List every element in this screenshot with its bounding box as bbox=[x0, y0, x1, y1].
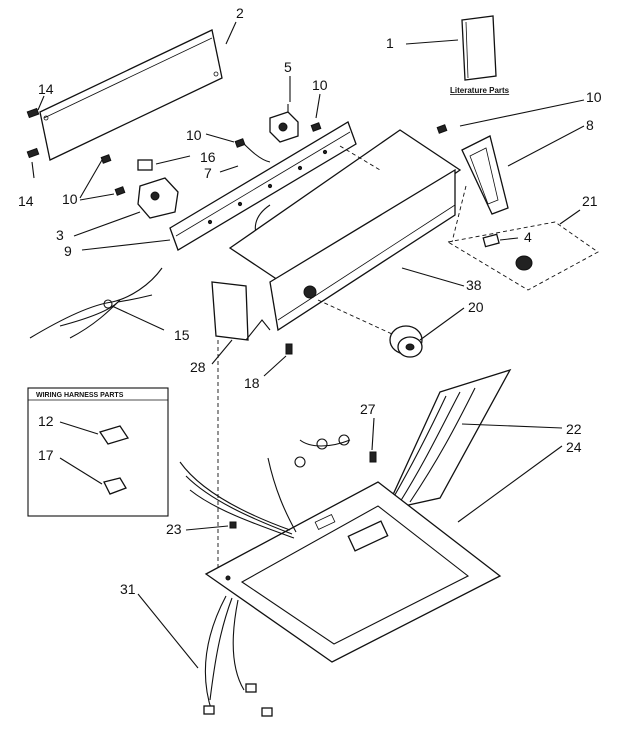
literature-label: Literature Parts bbox=[450, 86, 510, 95]
top-wire-harness bbox=[179, 434, 351, 539]
callout-labels: 1 2 3 4 5 7 8 9 10 10 10 10 12 14 14 15 … bbox=[18, 5, 602, 597]
end-cap bbox=[461, 135, 509, 215]
callout-38: 38 bbox=[466, 277, 482, 293]
callout-17: 17 bbox=[38, 447, 54, 463]
callout-10-right: 10 bbox=[586, 89, 602, 105]
callout-7: 7 bbox=[204, 165, 212, 181]
literature-parts: Literature Parts bbox=[450, 15, 510, 95]
callout-18: 18 bbox=[244, 375, 260, 391]
guide-lines bbox=[217, 145, 467, 570]
leader-lines bbox=[31, 21, 585, 669]
bottom-wire-harness bbox=[203, 595, 273, 717]
switch-block bbox=[269, 104, 299, 143]
callout-10-left: 10 bbox=[62, 191, 78, 207]
callout-4: 4 bbox=[524, 229, 532, 245]
callout-21: 21 bbox=[582, 193, 598, 209]
top-frame bbox=[204, 481, 502, 663]
callout-14-bottom: 14 bbox=[18, 193, 34, 209]
hardware bbox=[100, 122, 448, 529]
callout-10-mid: 10 bbox=[186, 127, 202, 143]
callout-28: 28 bbox=[190, 359, 206, 375]
rear-panel bbox=[39, 29, 223, 161]
callout-14-top: 14 bbox=[38, 81, 54, 97]
callout-8: 8 bbox=[586, 117, 594, 133]
callout-20: 20 bbox=[468, 299, 484, 315]
callout-9: 9 bbox=[64, 243, 72, 259]
callout-2: 2 bbox=[236, 5, 244, 21]
callout-15: 15 bbox=[174, 327, 190, 343]
side-bracket bbox=[211, 281, 271, 341]
callout-12: 12 bbox=[38, 413, 54, 429]
knob bbox=[389, 325, 423, 358]
callout-5: 5 bbox=[284, 59, 292, 75]
callout-3: 3 bbox=[56, 227, 64, 243]
console bbox=[228, 129, 462, 332]
screw-group-14 bbox=[26, 107, 40, 159]
callout-16: 16 bbox=[200, 149, 216, 165]
timer-switch bbox=[137, 139, 271, 246]
callout-1: 1 bbox=[386, 35, 394, 51]
callout-10-top: 10 bbox=[312, 77, 328, 93]
control-panel bbox=[169, 121, 357, 251]
callout-23: 23 bbox=[166, 521, 182, 537]
wire-harness-15 bbox=[29, 267, 163, 339]
clip-16 bbox=[137, 159, 153, 171]
callout-22: 22 bbox=[566, 421, 582, 437]
knob-assembly bbox=[446, 221, 599, 291]
callout-24: 24 bbox=[566, 439, 582, 455]
callout-31: 31 bbox=[120, 581, 136, 597]
wiring-box-title: WIRING HARNESS PARTS bbox=[36, 392, 124, 399]
wiring-harness-box: WIRING HARNESS PARTS bbox=[27, 387, 169, 517]
callout-27: 27 bbox=[360, 401, 376, 417]
